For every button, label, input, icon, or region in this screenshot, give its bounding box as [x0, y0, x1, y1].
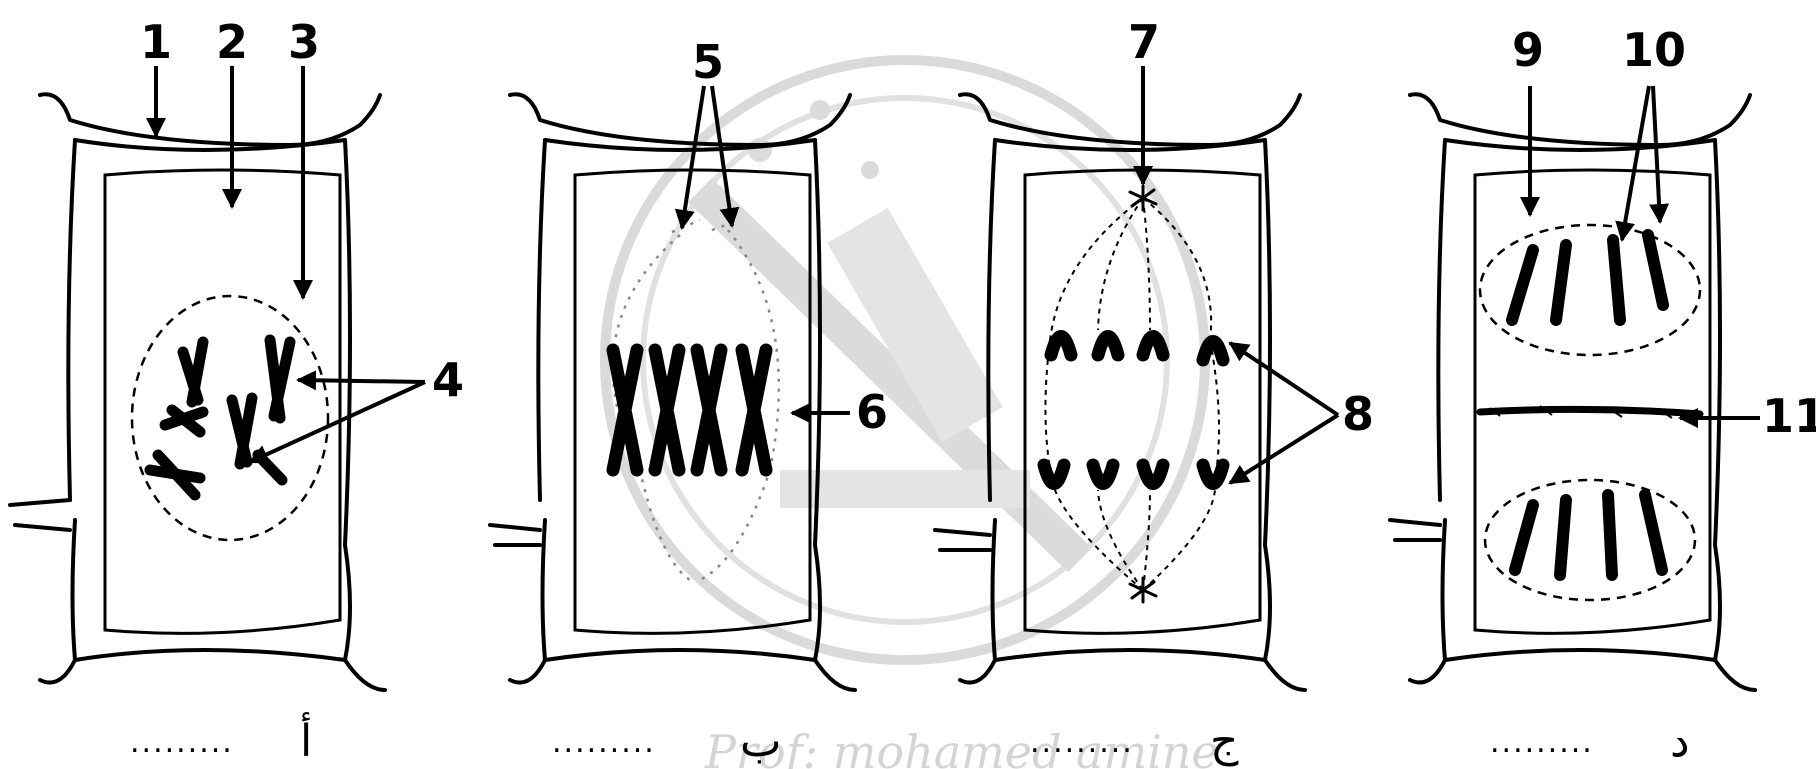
cell-a [10, 94, 385, 690]
label-1: 1 [140, 15, 172, 69]
stage-c-letter: ج [1210, 716, 1239, 767]
stage-c-blank: ......... [1030, 725, 1134, 760]
chromosomes-bottom [1515, 495, 1662, 575]
stage-a-letter: أ [300, 712, 312, 767]
stage-a-blank: ......... [130, 725, 234, 760]
label-11: 11 [1762, 389, 1816, 443]
stage-b-blank: ......... [552, 725, 656, 760]
label-10: 10 [1622, 23, 1686, 77]
cell-plate [1480, 409, 1700, 414]
stage-d-blank: ......... [1490, 725, 1594, 760]
label-3: 3 [288, 15, 320, 69]
watermark-logo: Prof: mohamed amine [605, 60, 1219, 769]
stage-b-letter: ب [740, 716, 781, 767]
daughter-nucleus-bottom [1485, 480, 1695, 600]
stage-d-letter: د [1670, 716, 1690, 767]
label-2: 2 [216, 15, 248, 69]
label-5: 5 [692, 35, 724, 89]
label-9: 9 [1512, 23, 1544, 77]
label-6: 6 [856, 385, 888, 439]
chromosomes-prophase [150, 340, 290, 495]
label-4: 4 [432, 353, 464, 407]
chromosomes-metaphase [613, 350, 766, 470]
chromosomes-top [1512, 235, 1663, 320]
daughter-nucleus-top [1480, 225, 1700, 355]
nuclear-envelope [132, 296, 328, 540]
chromatids-lower [1044, 465, 1223, 484]
label-8: 8 [1342, 387, 1374, 441]
cell-d [1390, 94, 1755, 690]
label-7: 7 [1128, 15, 1160, 69]
chromatids-upper [1051, 337, 1223, 361]
